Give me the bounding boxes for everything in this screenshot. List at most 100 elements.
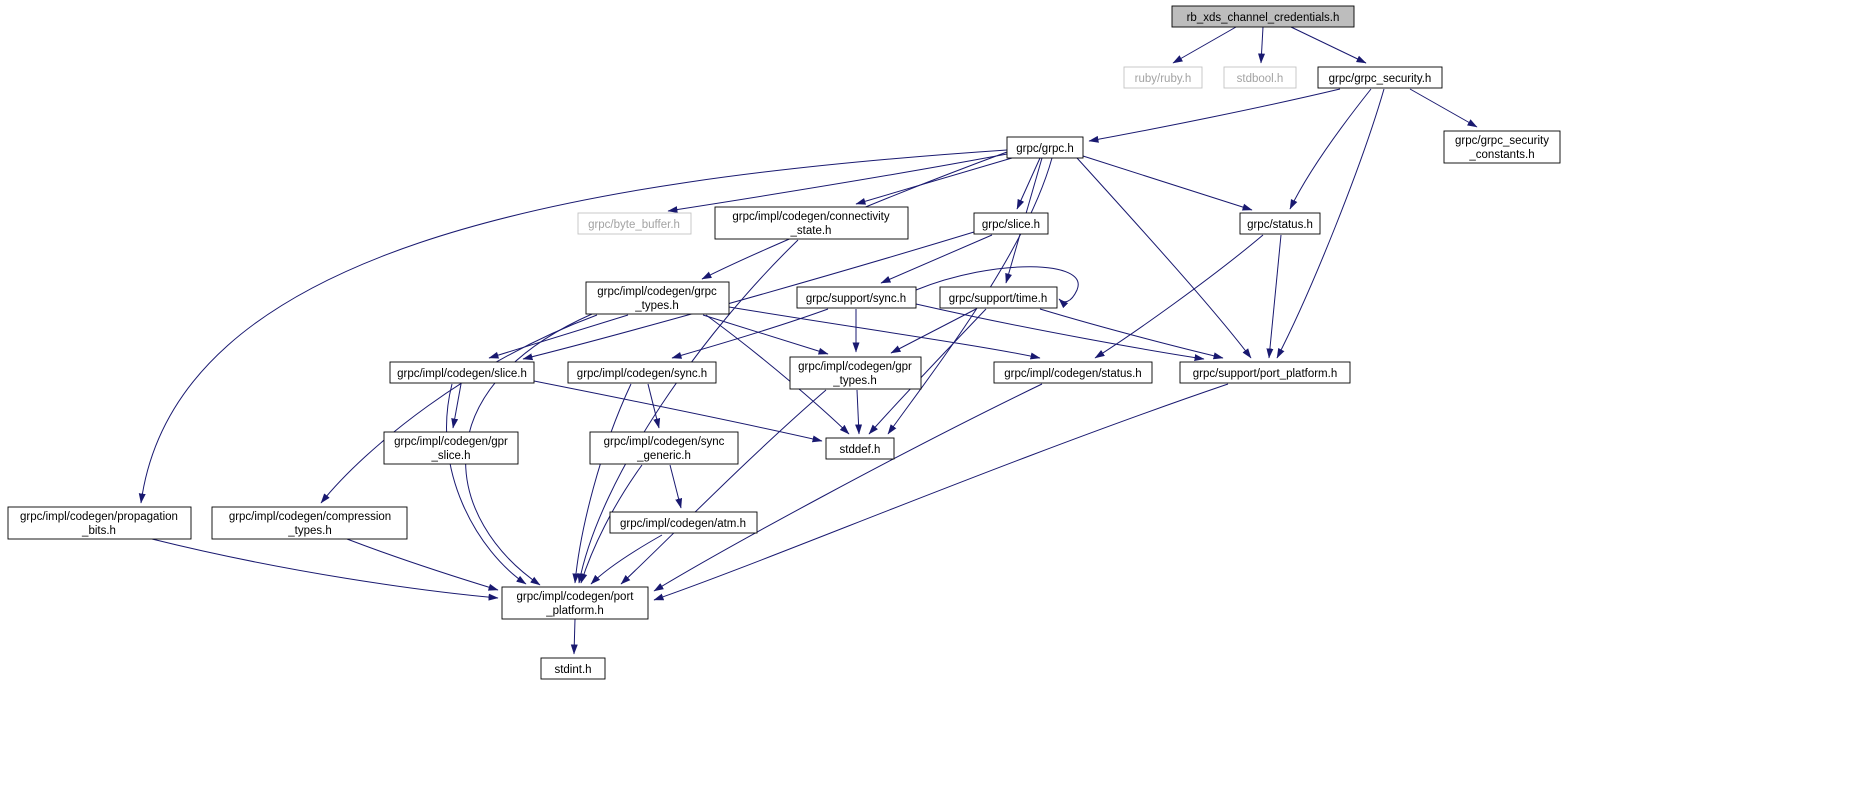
edge-atm-codegen-pp (590, 534, 663, 585)
edge-status-support-pp (1266, 234, 1282, 359)
edge-grpc-propagation (138, 149, 1008, 504)
node-propagation-bits[interactable]: grpc/impl/codegen/propagation _bits.h (7, 506, 192, 540)
node-label: grpc/grpc_security.h (1329, 73, 1432, 85)
node-box (540, 657, 606, 680)
node-compression-types[interactable]: grpc/impl/codegen/compression _types.h (211, 506, 408, 540)
node-label: ruby/ruby.h (1135, 73, 1192, 85)
node-box (585, 281, 730, 315)
node-codegen-port-platform[interactable]: grpc/impl/codegen/port _platform.h (501, 586, 649, 620)
node-label: grpc/grpc.h (1016, 143, 1074, 155)
node-label: grpc/grpc_security (1455, 135, 1549, 147)
edge-codegensync-syncgeneric (647, 383, 661, 429)
node-box (993, 361, 1153, 384)
node-box (825, 437, 895, 460)
edge-grpctypes-codegenslice (488, 314, 629, 359)
node-label: grpc/impl/codegen/atm.h (620, 518, 746, 530)
edge-codegenslice-codegen-pp (446, 383, 527, 585)
node-box (567, 361, 717, 384)
node-stdbool: stdbool.h (1223, 66, 1297, 89)
node-atm[interactable]: grpc/impl/codegen/atm.h (609, 511, 758, 534)
node-label: rb_xds_channel_credentials.h (1187, 12, 1340, 24)
edge-gprtypes-codegen-pp (620, 389, 827, 585)
nodes: rb_xds_channel_credentials.h ruby/ruby.h… (7, 5, 1561, 680)
edge-grpc-connectivity (855, 157, 1013, 205)
edge-root-ruby (1172, 26, 1237, 64)
edge-syncgeneric-codegen-pp (580, 464, 643, 584)
edge-supportsync-support-pp (915, 303, 1205, 362)
node-codegen-slice[interactable]: grpc/impl/codegen/slice.h (389, 361, 535, 384)
node-box (1123, 66, 1203, 89)
edge-root-stdbool (1258, 26, 1266, 64)
node-gpr-slice[interactable]: grpc/impl/codegen/gpr _slice.h (383, 431, 519, 465)
node-support-sync[interactable]: grpc/support/sync.h (796, 286, 917, 309)
edge-security-support-pp (1276, 88, 1385, 359)
node-box (714, 206, 909, 240)
node-codegen-sync[interactable]: grpc/impl/codegen/sync.h (567, 361, 717, 384)
edge-compression-codegen-pp (346, 538, 499, 591)
node-label: grpc/impl/codegen/slice.h (397, 368, 527, 380)
node-box (1317, 66, 1443, 89)
node-box (1443, 130, 1561, 164)
edge-grpc-status (1082, 155, 1253, 211)
node-connectivity-state[interactable]: grpc/impl/codegen/connectivity _state.h (714, 206, 909, 240)
node-codegen-status[interactable]: grpc/impl/codegen/status.h (993, 361, 1153, 384)
node-sync-generic[interactable]: grpc/impl/codegen/sync _generic.h (589, 431, 739, 465)
edge-syncgeneric-atm (669, 464, 683, 509)
node-label: grpc/impl/codegen/status.h (1004, 368, 1141, 380)
node-label: _bits.h (81, 525, 116, 537)
node-label: _generic.h (636, 450, 691, 462)
node-label: grpc/impl/codegen/propagation (20, 511, 178, 523)
node-label: grpc/status.h (1247, 219, 1313, 231)
node-label: _state.h (790, 225, 832, 237)
node-box (1179, 361, 1351, 384)
node-ruby: ruby/ruby.h (1123, 66, 1203, 89)
edge-slice-supportsync (880, 234, 993, 284)
edge-grpctypes-gprtypes (702, 314, 829, 355)
edge-security-grpc (1088, 88, 1341, 143)
node-label: stddef.h (840, 444, 881, 456)
node-grpc-types[interactable]: grpc/impl/codegen/grpc _types.h (585, 281, 730, 315)
edge-supportpp-codegen-pp (653, 383, 1229, 601)
node-label: grpc/impl/codegen/port (517, 591, 635, 603)
node-grpc-security[interactable]: grpc/grpc_security.h (1317, 66, 1443, 89)
node-support-time[interactable]: grpc/support/time.h (939, 286, 1058, 309)
node-root: rb_xds_channel_credentials.h (1171, 5, 1355, 28)
node-label: _slice.h (431, 450, 471, 462)
node-box (383, 431, 519, 465)
node-box (796, 286, 917, 309)
edge-grpctypes-stddef (705, 314, 850, 435)
edge-codegen-pp-stdint (570, 618, 578, 655)
node-label: grpc/support/port_platform.h (1193, 368, 1337, 380)
node-security-constants[interactable]: grpc/grpc_security _constants.h (1443, 130, 1561, 164)
node-status[interactable]: grpc/status.h (1239, 212, 1321, 235)
edge-time-support-pp (1039, 308, 1224, 360)
edge-time-gprtypes (890, 308, 977, 354)
node-slice[interactable]: grpc/slice.h (973, 212, 1049, 235)
node-byte-buffer: grpc/byte_buffer.h (577, 212, 692, 235)
node-box (939, 286, 1058, 309)
node-gpr-types[interactable]: grpc/impl/codegen/gpr _types.h (789, 356, 922, 390)
node-label: grpc/support/sync.h (806, 293, 906, 305)
node-label: grpc/impl/codegen/sync (604, 436, 725, 448)
node-box (1239, 212, 1321, 235)
node-label: grpc/impl/codegen/gpr (798, 361, 912, 373)
node-stddef: stddef.h (825, 437, 895, 460)
edge-grpctypes-compression (320, 314, 598, 504)
edge-connectivity-codegen-pp (577, 239, 799, 584)
node-box (389, 361, 535, 384)
node-box (577, 212, 692, 235)
node-label: _types.h (634, 300, 678, 312)
node-label: grpc/support/time.h (949, 293, 1047, 305)
node-grpc[interactable]: grpc/grpc.h (1006, 136, 1084, 159)
node-label: _platform.h (545, 605, 604, 617)
edges (138, 26, 1478, 655)
node-box (211, 506, 408, 540)
node-label: grpc/impl/codegen/connectivity (732, 211, 889, 223)
edge-status-codegenstatus (1094, 234, 1264, 359)
node-label: grpc/impl/codegen/grpc (597, 286, 717, 298)
edge-root-security (1290, 26, 1367, 64)
node-label: _constants.h (1468, 149, 1534, 161)
node-support-port-platform[interactable]: grpc/support/port_platform.h (1179, 361, 1351, 384)
